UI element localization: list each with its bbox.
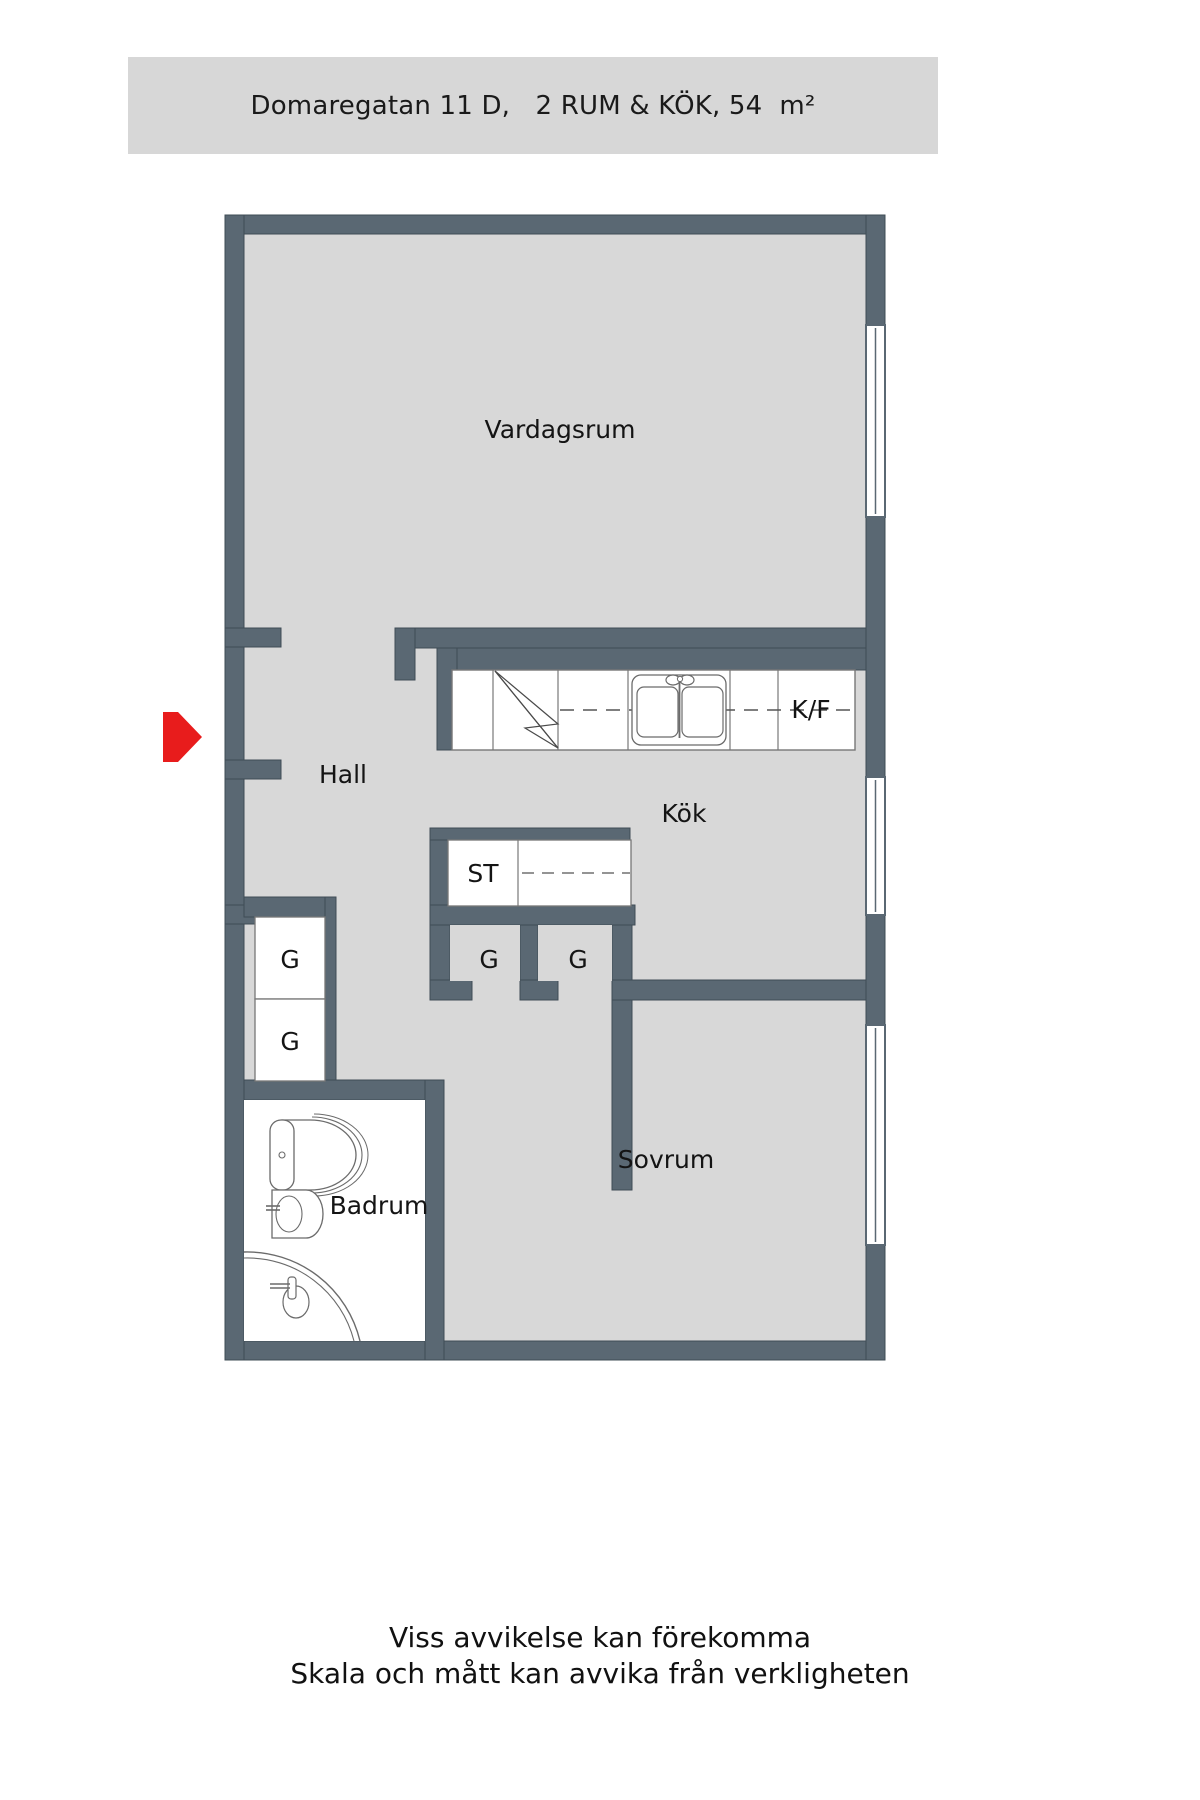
window-bedroom <box>865 1024 886 1246</box>
window-living <box>865 324 886 518</box>
disclaimer-footer: Viss avvikelse kan förekomma Skala och m… <box>0 1620 1200 1693</box>
wardrobe-kitchen-left-label: G <box>479 945 498 974</box>
window-kitchen <box>865 776 886 916</box>
room-label-bathroom: Badrum <box>330 1191 429 1220</box>
hall-wardrobe-group: G G <box>254 916 326 1082</box>
wardrobe-kitchen-right-label: G <box>568 945 587 974</box>
bathroom-area <box>243 1100 425 1342</box>
fridge-freezer-label: K/F <box>791 695 830 724</box>
kitchen-counter: K/F <box>451 669 856 751</box>
storage-closet-label: ST <box>467 859 499 888</box>
window-group <box>865 324 886 1246</box>
page-title: Domaregatan 11 D, 2 RUM & KÖK, 54 m² <box>250 90 816 121</box>
wardrobe-hall-lower-label: G <box>280 1027 299 1056</box>
double-sink-icon <box>631 674 727 746</box>
title-bar: Domaregatan 11 D, 2 RUM & KÖK, 54 m² <box>128 57 938 154</box>
toilet-icon <box>269 1113 369 1197</box>
room-label-hall: Hall <box>319 760 367 789</box>
disclaimer-line-2: Skala och mått kan avvika från verklighe… <box>290 1657 910 1691</box>
room-label-bedroom: Sovrum <box>618 1145 714 1174</box>
kitchen-wardrobe-group: G G <box>450 925 612 981</box>
room-label-group: Vardagsrum Hall Kök Sovrum Badrum <box>319 415 714 1220</box>
washbasin-icon <box>266 1189 324 1239</box>
wall-structure <box>224 214 886 1361</box>
shower-icon <box>243 1251 361 1342</box>
storage-closet-box: ST <box>447 839 632 907</box>
wardrobe-hall-upper-label: G <box>280 945 299 974</box>
floorplan-drawing: K/F ST G G G G <box>0 190 1200 1570</box>
room-label-kitchen: Kök <box>662 799 707 828</box>
stove-hob-icon <box>494 670 560 749</box>
room-label-living: Vardagsrum <box>485 415 636 444</box>
entry-arrow-icon <box>163 712 202 762</box>
disclaimer-line-1: Viss avvikelse kan förekomma <box>388 1621 812 1654</box>
